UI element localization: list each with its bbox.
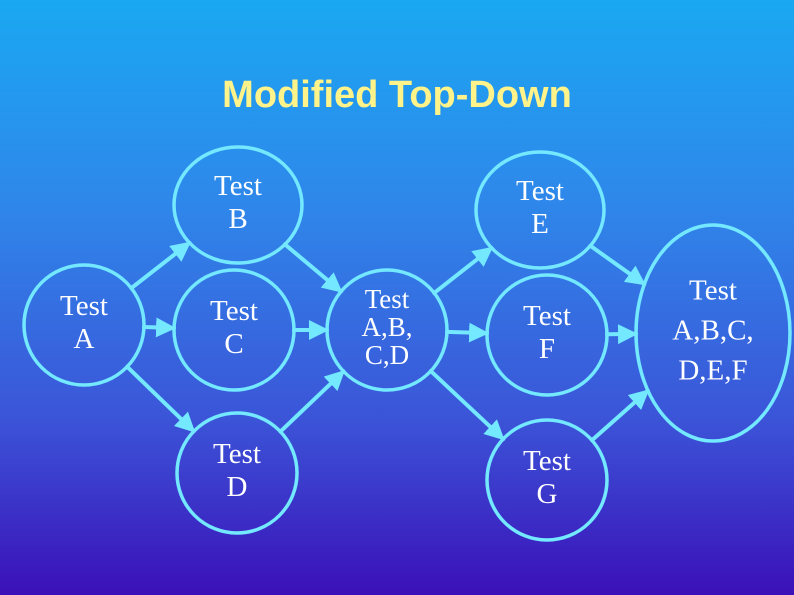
node-test-g-label-line-1: Test (523, 445, 571, 477)
node-test-d-circle (175, 411, 299, 535)
node-test-e-label-line-1: Test (516, 175, 564, 207)
node-test-c-label-line-1: Test (210, 295, 258, 327)
node-test-d-label-line-1: Test (213, 438, 261, 470)
node-test-b-label-line-1: Test (214, 170, 262, 202)
slide-title: Modified Top-Down (222, 74, 572, 116)
node-test-e-circle (474, 150, 606, 270)
arrow-test-a-to-test-c (141, 317, 177, 338)
node-test-e-label-line-2: E (531, 208, 549, 240)
node-test-abcd-label-line-1: Test (365, 284, 410, 314)
node-test-a-label-line-2: A (74, 323, 95, 355)
node-test-abcd-circle (325, 268, 449, 392)
node-test-f-label-line-2: F (539, 333, 555, 365)
arrow-test-e-to-test-abcdef (588, 243, 647, 287)
node-test-c-circle (172, 268, 296, 392)
node-test-abcdef-label-line-3: D,E,F (678, 355, 747, 387)
node-test-abcdef-circle (634, 223, 792, 443)
arrow-test-d-to-test-abcd (278, 369, 346, 434)
node-test-g-label-line-2: G (537, 478, 558, 510)
node-test-f-circle (485, 273, 609, 397)
arrow-test-abcd-to-test-g (428, 369, 506, 441)
node-test-a-label-line-1: Test (60, 290, 108, 322)
node-test-abcdef-label-line-1: Test (689, 275, 737, 307)
node-test-c-label-line-2: C (224, 328, 243, 360)
node-test-d-label-line-2: D (227, 471, 248, 503)
node-test-abcdef-label-line-2: A,B,C, (672, 315, 753, 347)
node-test-a-circle (22, 263, 146, 387)
node-test-f-label-line-1: Test (523, 300, 571, 332)
arrow-test-a-to-test-d (125, 364, 196, 434)
arrow-test-abcd-to-test-e (432, 245, 494, 295)
arrow-test-a-to-test-b (129, 240, 192, 291)
arrow-test-g-to-test-abcdef (589, 388, 650, 443)
node-test-b-circle (172, 145, 304, 265)
node-test-g-circle (485, 418, 609, 542)
node-test-abcd-label-line-3: C,D (365, 340, 409, 370)
node-test-abcd-label-line-2: A,B, (361, 312, 412, 342)
node-test-b-label-line-2: B (228, 203, 247, 235)
arrow-test-abcd-to-test-f (444, 322, 490, 343)
arrow-test-b-to-test-abcd (282, 242, 344, 294)
